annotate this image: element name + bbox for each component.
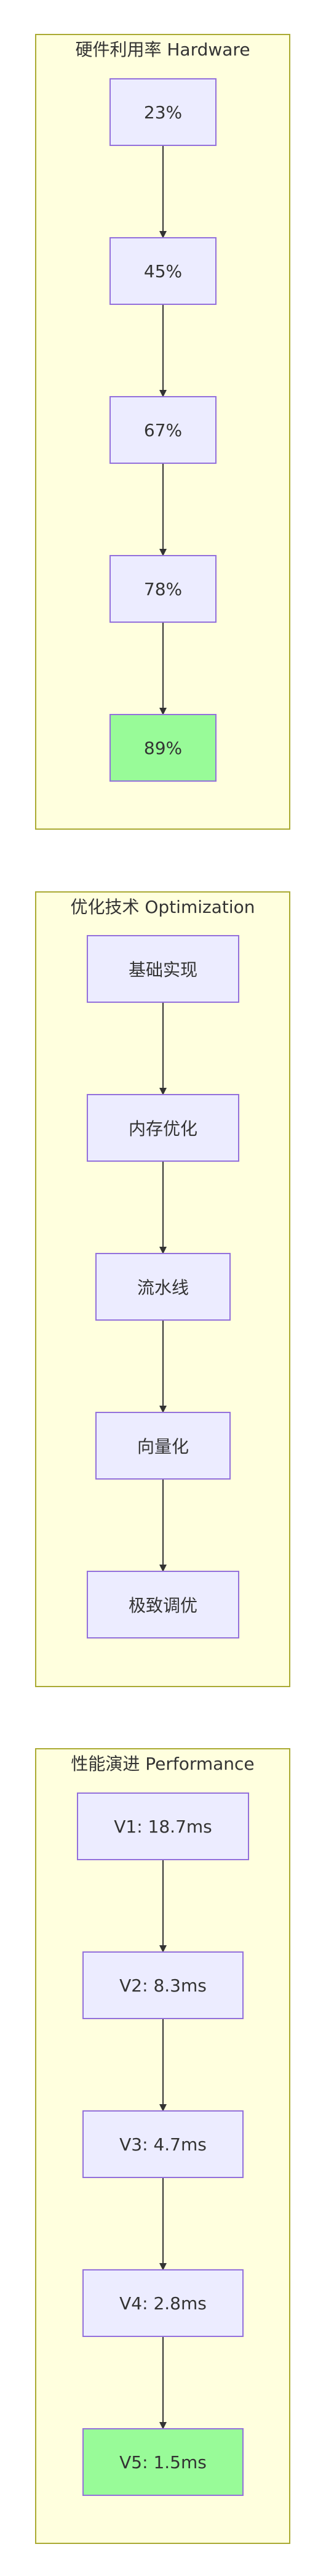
node-version-2: V2: 8.3ms bbox=[82, 1951, 244, 2019]
node-technique-5: 极致调优 bbox=[87, 1571, 239, 1638]
node-technique-1: 基础实现 bbox=[87, 935, 239, 1003]
cluster-title: 优化技术 Optimization Techniques bbox=[70, 897, 255, 917]
cluster-title: 性能演进 Performance Evolution bbox=[71, 1754, 255, 1774]
node-utilization-3: 67% bbox=[109, 396, 217, 464]
cluster-title: 硬件利用率 Hardware Utilization bbox=[75, 39, 250, 60]
node-technique-4: 向量化 bbox=[95, 1412, 231, 1480]
node-utilization-4: 78% bbox=[109, 555, 217, 623]
node-version-4: V4: 2.8ms bbox=[82, 2269, 244, 2337]
node-utilization-5: 89% bbox=[109, 714, 217, 782]
node-utilization-1: 23% bbox=[109, 78, 217, 146]
node-version-5: V5: 1.5ms bbox=[82, 2428, 244, 2496]
node-utilization-2: 45% bbox=[109, 237, 217, 305]
node-version-1: V1: 18.7ms bbox=[77, 1792, 249, 1860]
node-version-3: V3: 4.7ms bbox=[82, 2110, 244, 2178]
node-technique-2: 内存优化 bbox=[87, 1094, 239, 1162]
node-technique-3: 流水线 bbox=[95, 1253, 231, 1321]
